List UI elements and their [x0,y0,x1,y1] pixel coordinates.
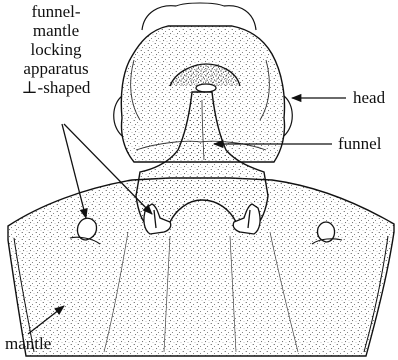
label-locking-line-3: locking [0,40,112,59]
label-locking-line-4: apparatus [0,59,112,78]
label-locking-line-5: ⊥-shaped [0,78,112,97]
label-locking-line-2: mantle [0,21,112,40]
label-funnel: funnel [338,134,381,153]
label-locking-apparatus: funnel- mantle locking apparatus ⊥-shape… [0,2,112,97]
label-locking-line-1: funnel- [0,2,112,21]
mantle-shape [8,178,394,356]
label-head: head [353,88,385,107]
label-mantle: mantle [5,334,51,353]
